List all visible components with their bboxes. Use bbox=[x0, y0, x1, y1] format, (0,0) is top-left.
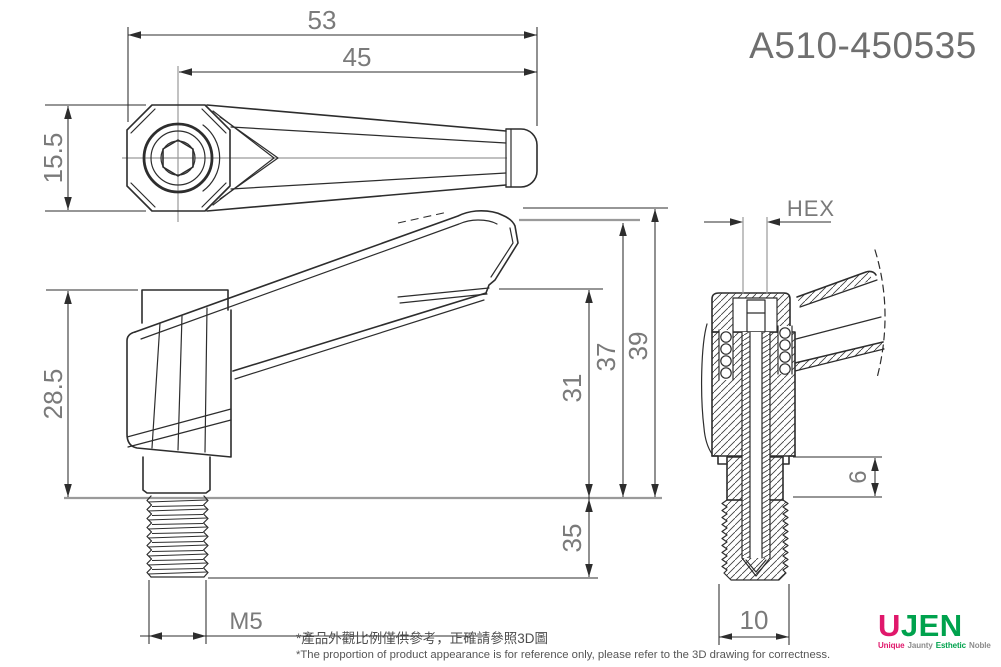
lever-top-edge bbox=[206, 104, 507, 132]
dim-6-label: 6 bbox=[845, 470, 872, 483]
lever-bottom-edge bbox=[206, 184, 507, 212]
top-view bbox=[122, 66, 538, 222]
dim-35-label: 35 bbox=[557, 524, 587, 553]
hub-inner-circle bbox=[150, 130, 206, 186]
arm-tip-underside bbox=[397, 287, 490, 304]
lever-end-cap-lines bbox=[505, 128, 512, 188]
arm-top-inner bbox=[140, 219, 498, 340]
dim-15-5-label: 15.5 bbox=[38, 133, 68, 184]
serration-channel-left-walls bbox=[718, 329, 734, 381]
hex-socket-inner bbox=[746, 299, 766, 314]
logo-letter-u: U bbox=[878, 608, 901, 643]
stud-threads bbox=[146, 495, 209, 578]
shoulder-steps bbox=[711, 455, 796, 465]
serration-channel-left bbox=[719, 330, 733, 380]
tagline-noble: Noble bbox=[969, 641, 991, 650]
bore-walls bbox=[741, 331, 771, 559]
dim-hex: HEX bbox=[704, 196, 835, 294]
hub-body bbox=[126, 309, 232, 458]
serration-ball bbox=[779, 327, 791, 339]
dim-53: 53 bbox=[127, 5, 538, 126]
hub-octagon-chamfers bbox=[130, 108, 227, 208]
section-view bbox=[701, 249, 886, 581]
logo-wordmark: UJEN bbox=[878, 608, 963, 643]
hex-socket-opening bbox=[733, 298, 777, 332]
dim-31-label: 31 bbox=[557, 374, 587, 403]
hub-octagon bbox=[126, 104, 231, 212]
arm-section-mid-line bbox=[795, 316, 882, 340]
dim-6: 6 bbox=[793, 456, 882, 498]
bore-thread-left bbox=[742, 332, 750, 558]
arm-section-bottom-inner bbox=[794, 348, 885, 372]
arm-section-bottom-edge bbox=[794, 341, 884, 364]
body-outer-contour bbox=[701, 323, 713, 455]
arm-bottom-edge bbox=[232, 292, 487, 372]
arm-bottom-inner bbox=[234, 299, 485, 380]
arm-phantom-line bbox=[397, 211, 449, 224]
logo-letters-jen: JEN bbox=[901, 608, 963, 643]
tagline-esthetic: Esthetic bbox=[936, 641, 967, 650]
dim-10-label: 10 bbox=[740, 605, 769, 635]
hex-socket-inner-walls bbox=[746, 312, 766, 333]
lever-bottom-ridge bbox=[230, 172, 507, 190]
part-number: A510-450535 bbox=[749, 25, 977, 66]
dim-39-label: 39 bbox=[623, 332, 653, 361]
tagline-unique: Unique bbox=[878, 641, 905, 650]
hub-boss-circle bbox=[142, 122, 214, 194]
hub-boss-arc bbox=[202, 124, 221, 192]
serration-ball bbox=[779, 351, 791, 363]
dim-15-5: 15.5 bbox=[38, 104, 146, 212]
stud-boss bbox=[142, 456, 211, 494]
dim-hex-label: HEX bbox=[787, 196, 835, 221]
side-view bbox=[64, 207, 668, 579]
dim-28-5-label: 28.5 bbox=[38, 369, 68, 420]
serration-ball bbox=[720, 343, 732, 355]
hub-top-boss bbox=[141, 289, 229, 324]
dim-45-label: 45 bbox=[343, 42, 372, 72]
break-line bbox=[874, 249, 886, 379]
note-english: *The proportion of product appearance is… bbox=[296, 649, 830, 661]
serration-ball bbox=[779, 339, 791, 351]
serration-channel-right-walls bbox=[777, 325, 793, 375]
dim-m5: M5 bbox=[140, 580, 487, 644]
hub-body-grooves bbox=[126, 408, 232, 448]
dim-37: 37 bbox=[591, 223, 627, 497]
dim-45: 45 bbox=[179, 42, 537, 76]
dim-37-label: 37 bbox=[591, 343, 621, 372]
note-chinese: *產品外觀比例僅供參考，正確請參照3D圖 bbox=[296, 630, 548, 646]
dim-39: 39 bbox=[623, 209, 659, 497]
dim-53-label: 53 bbox=[308, 5, 337, 35]
serration-ball bbox=[720, 367, 732, 379]
lever-top-ridge bbox=[230, 126, 507, 144]
serration-ball bbox=[720, 331, 732, 343]
dim-35: 35 bbox=[557, 499, 593, 577]
dim-10: 10 bbox=[718, 584, 790, 645]
lever-end-cap bbox=[505, 128, 538, 188]
hub-body-ridges bbox=[151, 307, 208, 453]
hex-socket-walls bbox=[732, 297, 778, 333]
arm-front-inner bbox=[490, 227, 514, 278]
dim-28-5: 28.5 bbox=[38, 289, 138, 497]
arm-section-top-inner bbox=[799, 279, 878, 308]
bore-cone bbox=[741, 557, 771, 577]
bore-thread-right bbox=[762, 332, 770, 558]
arm-section-bottom-band bbox=[795, 342, 884, 371]
serration-ball bbox=[720, 355, 732, 367]
tagline-jaunty: Jaunty bbox=[908, 641, 934, 650]
arm-outline bbox=[134, 210, 519, 333]
hex-socket bbox=[162, 139, 194, 177]
arm-section-top-edge bbox=[796, 270, 877, 298]
dim-m5-label: M5 bbox=[229, 608, 262, 635]
lever-wedge-inner bbox=[219, 116, 279, 200]
serration-ball bbox=[779, 363, 791, 375]
arm-section-top-band bbox=[797, 271, 872, 307]
dim-31: 31 bbox=[557, 290, 593, 577]
hex-socket-circle bbox=[160, 140, 196, 176]
